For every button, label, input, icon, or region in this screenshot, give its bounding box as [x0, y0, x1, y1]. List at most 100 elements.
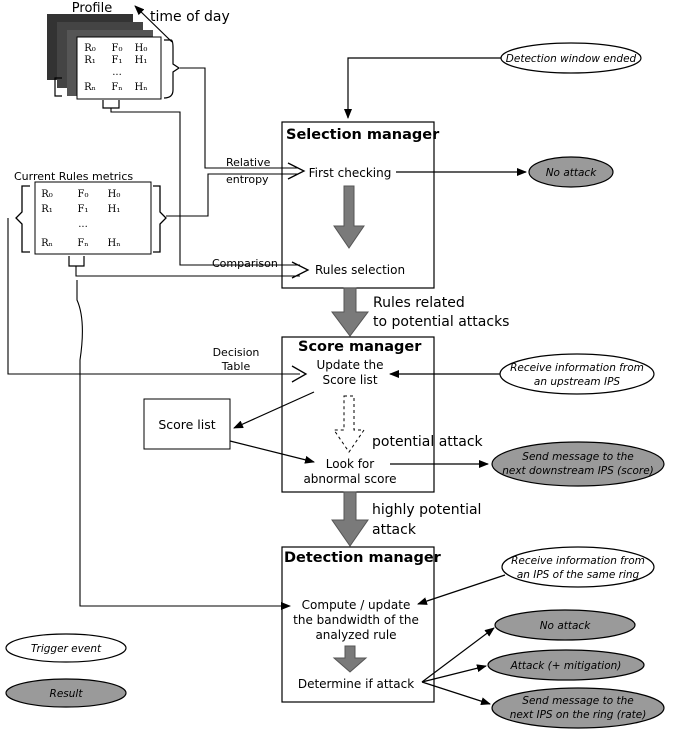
legend-result-shape	[5, 678, 127, 708]
profile-cell: F₀	[112, 43, 123, 54]
detection-internal-big-arrow	[332, 645, 368, 673]
legend-trigger-event-shape	[5, 633, 127, 663]
no-attack-result-1	[528, 156, 614, 188]
profile-cell: R₁	[84, 55, 96, 66]
profile-left-brace	[54, 77, 62, 97]
determine-to-send-ring-arrow	[421, 681, 491, 706]
rules-cell: R₁	[41, 204, 53, 215]
rules-selection-open-arrow	[291, 261, 310, 279]
rules-cell: R₀	[41, 189, 53, 200]
look-for-label-1: Look for	[326, 457, 374, 471]
detection-manager-title: Detection manager	[284, 550, 442, 566]
rules-cell: H₀	[108, 189, 121, 200]
attack-mitigation-result	[487, 649, 645, 681]
profile-cell: Hₙ	[134, 82, 147, 93]
attack-mitigation-label: Attack (+ mitigation)	[510, 660, 622, 672]
profile-cell: ...	[112, 67, 122, 78]
rules-related-label-1: Rules related	[373, 295, 465, 311]
selection-manager-title: Selection manager	[286, 127, 440, 143]
profile-matrix	[76, 36, 162, 100]
receive-upstream-label-1: Receive information from	[510, 362, 644, 374]
rules-cell: H₁	[108, 204, 121, 215]
score-list-to-look-arrow	[229, 440, 315, 464]
compute-label-3: analyzed rule	[315, 628, 396, 642]
legend-trigger-event-label: Trigger event	[31, 643, 102, 655]
profile-matrix-entries: R₀ F₀ H₀ R₁ F₁ H₁ ... Rₙ Fₙ Hₙ	[84, 43, 147, 93]
send-downstream-result	[491, 441, 665, 487]
determine-to-no-attack-arrow	[421, 627, 495, 683]
rules-bottom-brace	[68, 256, 85, 267]
determine-to-attack-arrow	[421, 664, 487, 683]
send-ring-result	[491, 687, 665, 729]
receive-upstream-label-2: an upstream IPS	[534, 376, 621, 388]
potential-attack-label: potential attack	[372, 434, 484, 450]
decision-table-label-2: Table	[221, 360, 251, 373]
rules-to-update-score-line	[7, 218, 300, 375]
profile-cell: F₁	[112, 55, 123, 66]
profile-title: Profile	[72, 1, 112, 16]
profile-right-brace	[163, 39, 181, 99]
selection-internal-big-arrow	[333, 185, 365, 249]
rules-cell: ...	[78, 219, 88, 230]
determine-if-attack-label: Determine if attack	[298, 677, 414, 691]
current-rules-entries: R₀ F₀ H₀ R₁ F₁ H₁ ... Rₙ Fₙ Hₙ	[41, 189, 120, 249]
profile-cell: Rₙ	[84, 82, 96, 93]
time-of-day-arrow	[134, 5, 173, 43]
rules-selection-label: Rules selection	[315, 263, 405, 277]
profile-to-rules-selection-line	[110, 108, 300, 266]
rules-to-compute-line	[76, 280, 291, 610]
rules-cell: Rₙ	[41, 238, 53, 249]
rules-cell: Fₙ	[77, 238, 88, 249]
comparison-label: Comparison	[212, 257, 278, 270]
receive-upstream-event	[499, 353, 655, 395]
current-rules-matrix	[34, 181, 152, 255]
profile-cell: H₀	[135, 43, 148, 54]
potential-attack-dashed-arrow	[333, 395, 365, 453]
score-to-detection-big-arrow	[331, 491, 369, 547]
send-downstream-label-2: next downstream IPS (score)	[502, 465, 654, 477]
profile-cell: H₁	[135, 55, 148, 66]
rules-to-first-check-line	[166, 173, 298, 217]
score-list-box	[143, 398, 231, 450]
receive-same-ring-event	[501, 546, 655, 588]
legend-result-label: Result	[50, 688, 84, 700]
profile-stack	[47, 14, 162, 100]
receive-same-ring-label-1: Receive information from	[511, 555, 645, 567]
no-attack-label-1: No attack	[546, 167, 597, 179]
look-for-label-2: abnormal score	[303, 472, 396, 486]
send-ring-label-1: Send message to the	[522, 695, 633, 707]
update-score-label-2: Score list	[322, 373, 377, 387]
detection-manager-box	[281, 546, 435, 703]
rules-right-brace	[153, 185, 167, 253]
score-list-label: Score list	[158, 417, 215, 432]
update-score-open-arrow	[291, 365, 308, 383]
first-check-open-arrow	[287, 162, 306, 180]
rules-cell: F₁	[78, 204, 89, 215]
highly-potential-label-1: highly potential	[372, 502, 481, 518]
highly-potential-label-2: attack	[372, 522, 417, 538]
first-checking-label: First checking	[309, 166, 392, 180]
send-ring-label-2: next IPS on the ring (rate)	[510, 709, 647, 721]
profile-cell: R₀	[84, 43, 96, 54]
rules-cell: Hₙ	[107, 238, 120, 249]
no-attack-label-2: No attack	[540, 620, 591, 632]
rules-related-label-2: to potential attacks	[373, 314, 509, 330]
no-attack-result-2	[494, 609, 636, 641]
current-rules-title: Current Rules metrics	[14, 170, 133, 183]
rules-to-rules-selection-line	[75, 266, 300, 277]
score-manager-box	[281, 336, 435, 493]
profile-cell: Fₙ	[111, 82, 122, 93]
receive-same-ring-label-2: an IPS of the same ring	[517, 569, 640, 581]
rules-left-brace	[15, 185, 30, 253]
relative-entropy-label-2: entropy	[226, 173, 269, 186]
score-manager-title: Score manager	[298, 339, 422, 355]
decision-table-label-1: Decision	[213, 346, 260, 359]
send-downstream-label-1: Send message to the	[522, 451, 633, 463]
compute-label-1: Compute / update	[302, 598, 411, 612]
rules-cell: F₀	[78, 189, 89, 200]
profile-brace-connector	[180, 67, 206, 100]
window-ended-arrow	[344, 57, 501, 119]
selection-manager-box	[281, 121, 435, 289]
